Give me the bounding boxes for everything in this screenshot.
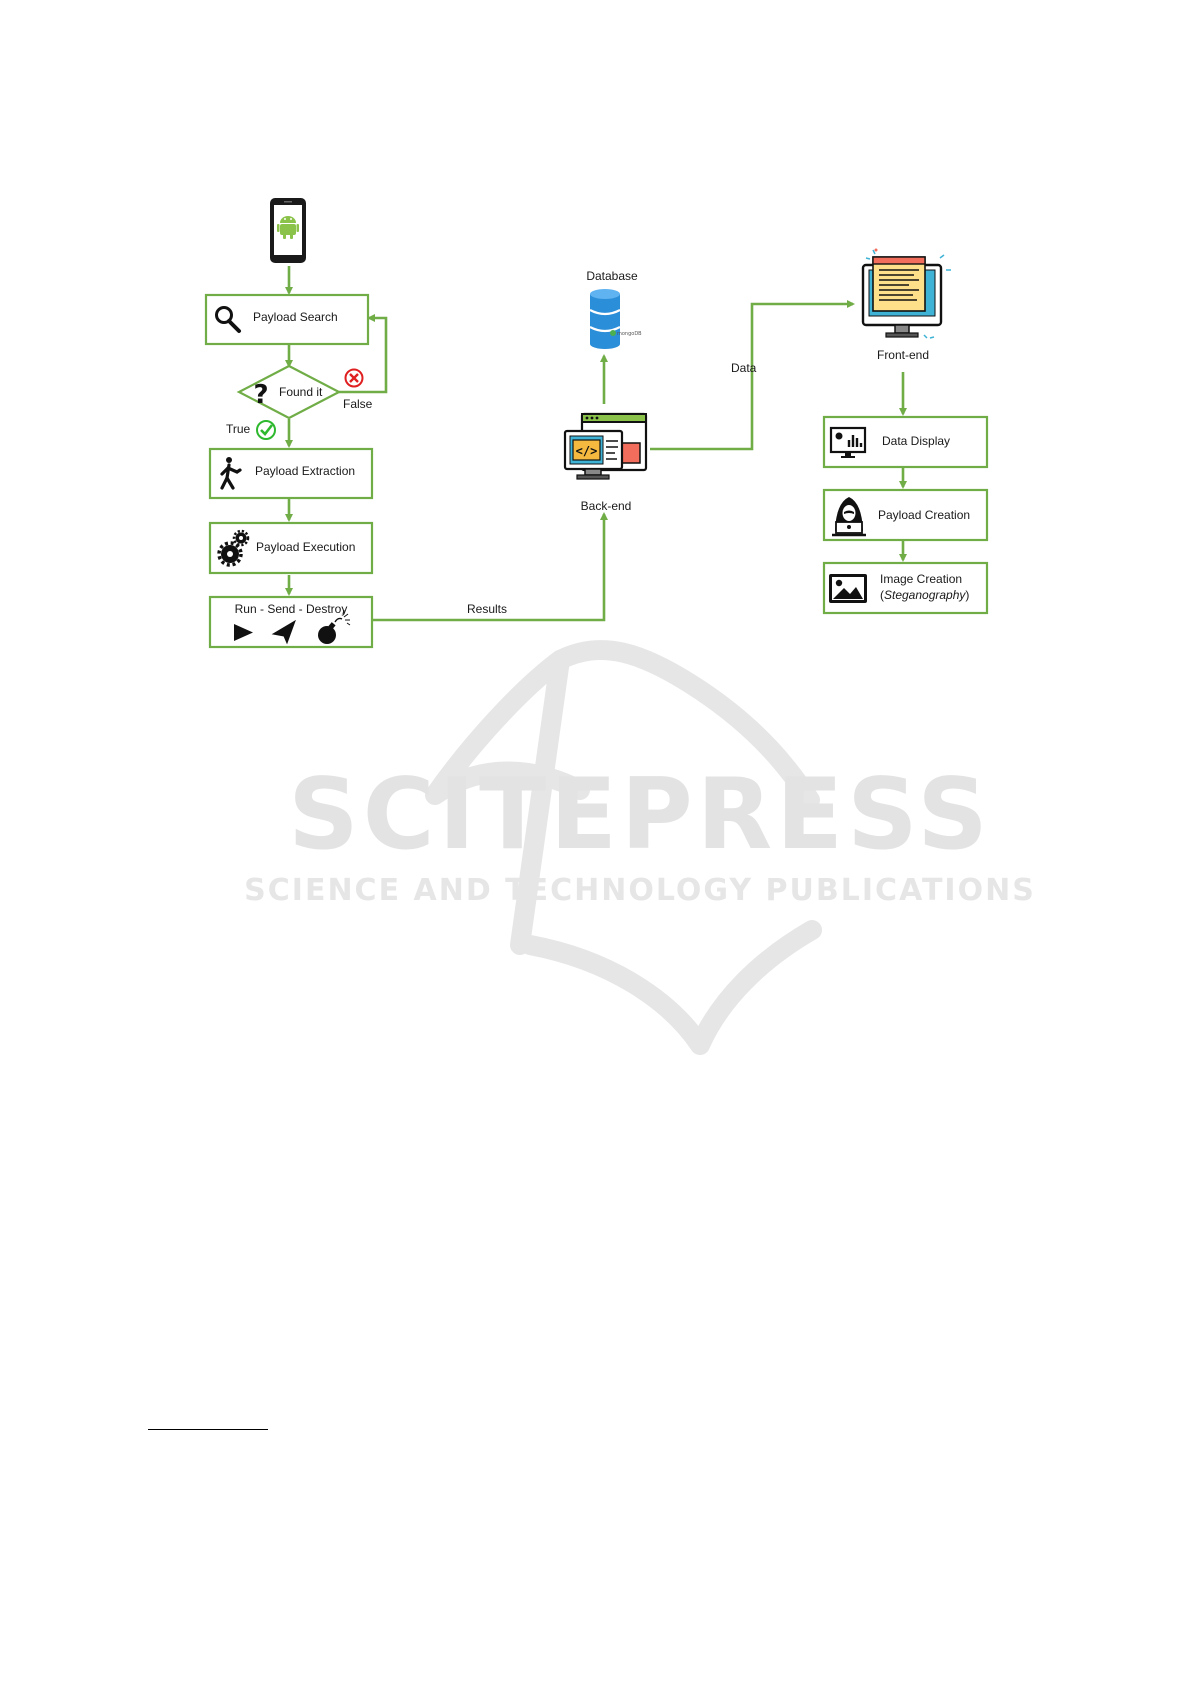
code-monitor-icon: </>: [565, 414, 646, 479]
payload-creation-box: Payload Creation: [824, 490, 987, 540]
payload-search-label: Payload Search: [253, 310, 338, 324]
found-it-decision: ? Found it: [239, 366, 339, 418]
database-label: Database: [586, 269, 638, 283]
image-creation-box: Image Creation (Steganography): [824, 563, 987, 613]
data-display-box: Data Display: [824, 417, 987, 467]
true-check-icon: [257, 421, 275, 439]
results-label: Results: [467, 602, 507, 616]
payload-search-box: Payload Search: [206, 295, 368, 344]
payload-execution-label: Payload Execution: [256, 540, 355, 554]
android-phone-icon: [270, 198, 306, 263]
data-label: Data: [731, 361, 757, 375]
webpage-monitor-icon: [863, 249, 951, 339]
payload-extraction-label: Payload Extraction: [255, 464, 355, 478]
payload-extraction-box: Payload Extraction: [210, 449, 372, 498]
false-cross-icon: [346, 370, 363, 387]
image-icon: [829, 574, 867, 603]
run-send-destroy-box: Run - Send - Destroy: [210, 597, 372, 647]
footnote-rule: [148, 1429, 268, 1430]
watermark: SCITEPRESS SCIENCE AND TECHNOLOGY PUBLIC…: [244, 650, 1036, 1045]
frontend-label: Front-end: [877, 348, 929, 362]
backend-label: Back-end: [581, 499, 632, 513]
database-icon: mongoDB: [590, 289, 642, 349]
svg-text:</>: </>: [576, 444, 598, 458]
watermark-title: SCITEPRESS: [288, 758, 992, 872]
payload-execution-box: Payload Execution: [210, 523, 372, 573]
false-label: False: [343, 397, 373, 411]
payload-creation-label: Payload Creation: [878, 508, 970, 522]
image-creation-label: Image Creation: [880, 572, 962, 586]
chart-display-icon: [831, 428, 865, 457]
data-display-label: Data Display: [882, 434, 950, 448]
watermark-subtitle: SCIENCE AND TECHNOLOGY PUBLICATIONS: [244, 873, 1036, 908]
question-icon: ?: [253, 380, 268, 410]
found-it-label: Found it: [279, 385, 323, 399]
run-send-destroy-label: Run - Send - Destroy: [235, 602, 348, 616]
mongodb-logo: mongoDB: [617, 331, 642, 337]
image-creation-sublabel: (Steganography): [880, 588, 969, 602]
true-label: True: [226, 422, 251, 436]
connector-data: [650, 304, 853, 449]
